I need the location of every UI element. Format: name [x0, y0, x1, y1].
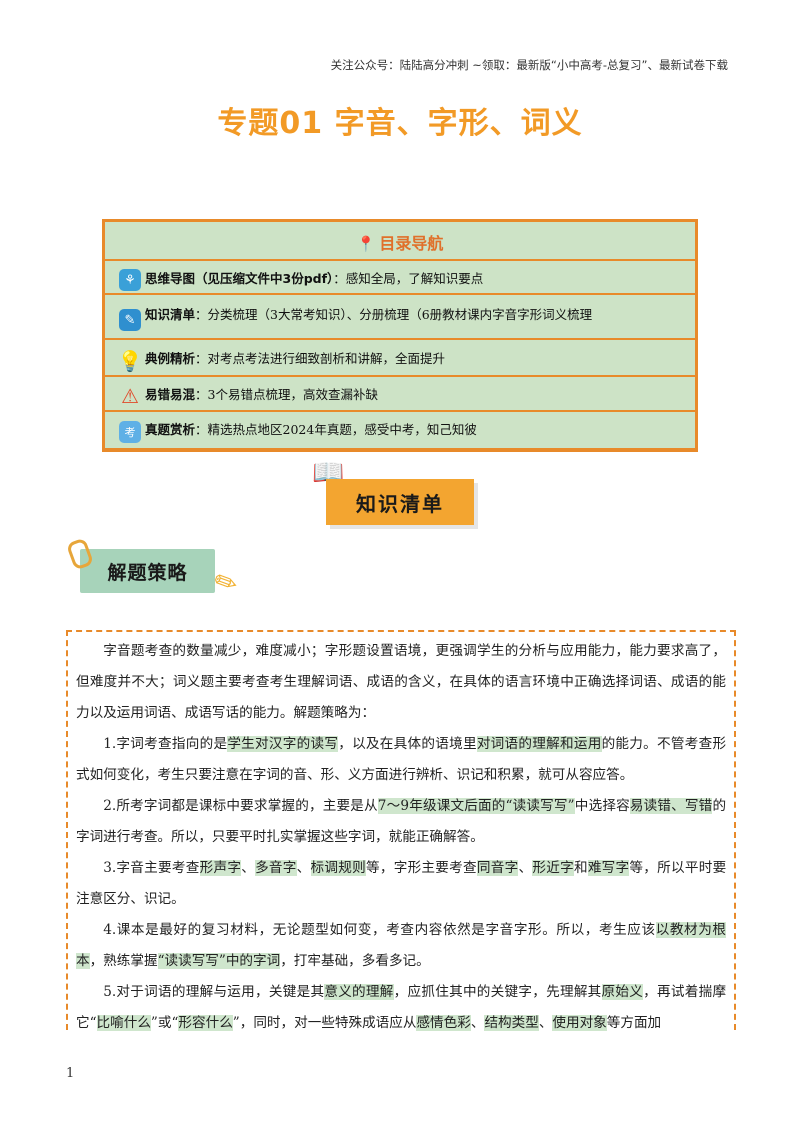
toc-item-desc: ：对考点考法进行细致剖析和讲解，全面提升 [195, 351, 446, 366]
notebook-icon: ✎ [119, 309, 141, 331]
toc-heading: 目录导航 [379, 234, 444, 253]
toc-item-desc: ：3个易错点梳理，高效查漏补缺 [195, 387, 378, 402]
toc-item-mindmap[interactable]: ⚘ 思维导图（见压缩文件中3份pdf）：感知全局，了解知识要点 [105, 259, 695, 295]
highlight: “读读写写”中的字词 [157, 953, 281, 969]
toc-item-label: 易错易混 [145, 387, 196, 402]
toc-item-label: 典例精析 [145, 351, 196, 366]
highlight: 7～9年级课文后面的“读读写写” [377, 798, 575, 814]
highlight: 使用对象 [552, 1015, 607, 1031]
paragraph-3: 3.字音主要考查形声字、多音字、标调规则等，字形主要考查同音字、形近字和难写字等… [76, 860, 727, 907]
warning-icon: ⚠ [121, 384, 139, 408]
header-note: 关注公众号：陆陆高分冲刺 ~领取：最新版“小中高考-总复习”、最新试卷下载 [330, 58, 728, 72]
highlight: 结构类型 [484, 1015, 539, 1031]
toc-item-label: 思维导图（见压缩文件中3份pdf） [145, 271, 334, 286]
section-banner: 知识清单 [326, 479, 474, 525]
highlight: 感情色彩 [416, 1015, 471, 1031]
paragraph-4: 4.课本是最好的复习材料，无论题型如何变，考查内容依然是字音字形。所以，考生应该… [76, 922, 727, 969]
highlight: 形近字 [532, 860, 574, 876]
highlight: 形声字 [199, 860, 242, 876]
highlight: 难写字 [587, 860, 630, 876]
toc-heading-row: 📍目录导航 [105, 222, 695, 259]
kao-icon: 考 [119, 421, 141, 443]
toc-item-label: 知识清单 [145, 307, 196, 322]
brain-icon: ⚘ [119, 269, 141, 291]
strategy-label: 解题策略 [80, 549, 215, 593]
toc-item-desc: ：分类梳理（3大常考知识）、分册梳理（6册教材课内字音字形词义梳理 [195, 307, 593, 322]
lightbulb-icon: 💡 [117, 349, 143, 373]
highlight: 原始义 [601, 984, 644, 1000]
location-pin-icon: 📍 [356, 235, 376, 253]
toc-item-desc: ：感知全局，了解知识要点 [333, 271, 484, 286]
paragraph-5: 5.对于词语的理解与运用，关键是其意义的理解，应抓住其中的关键字，先理解其原始义… [76, 984, 727, 1031]
paragraph-2: 2.所考字词都是课标中要求掌握的，主要是从7～9年级课文后面的“读读写写”中选择… [76, 798, 727, 845]
toc-item-realexam[interactable]: 考 真题赏析：精选热点地区2024年真题，感受中考，知己知彼 [105, 410, 695, 448]
page-title: 专题01 字音、字形、词义 [217, 106, 583, 141]
toc-item-knowledge[interactable]: ✎ 知识清单：分类梳理（3大常考知识）、分册梳理（6册教材课内字音字形词义梳理 [105, 293, 695, 340]
highlight: 比喻什么 [96, 1015, 151, 1031]
strategy-content-box: 字音题考查的数量减少，难度减小；字形题设置语境，更强调学生的分析与应用能力，能力… [66, 630, 736, 1031]
toc-box: 📍目录导航 ⚘ 思维导图（见压缩文件中3份pdf）：感知全局，了解知识要点 ✎ … [102, 219, 698, 452]
page-number: 1 [66, 1066, 75, 1081]
paragraph-intro: 字音题考查的数量减少，难度减小；字形题设置语境，更强调学生的分析与应用能力，能力… [76, 643, 726, 721]
highlight: 同音字 [476, 860, 519, 876]
toc-item-examples[interactable]: 💡 典例精析：对考点考法进行细致剖析和讲解，全面提升 [105, 338, 695, 377]
highlight: 对词语的理解和运用 [476, 736, 602, 752]
highlight: 易读错、写错 [629, 798, 713, 814]
highlight: 多音字 [255, 860, 297, 876]
highlight: 标调规则 [310, 860, 366, 876]
highlight: 形容什么 [178, 1015, 233, 1031]
toc-item-desc: ：精选热点地区2024年真题，感受中考，知己知彼 [195, 422, 477, 437]
highlight: 意义的理解 [324, 984, 394, 1000]
toc-item-mistakes[interactable]: ⚠ 易错易混：3个易错点梳理，高效查漏补缺 [105, 375, 695, 412]
highlight: 学生对汉字的读写 [227, 736, 339, 752]
toc-item-label: 真题赏析 [145, 422, 196, 437]
paragraph-1: 1.字词考查指向的是学生对汉字的读写，以及在具体的语境里对词语的理解和运用的能力… [76, 736, 727, 783]
